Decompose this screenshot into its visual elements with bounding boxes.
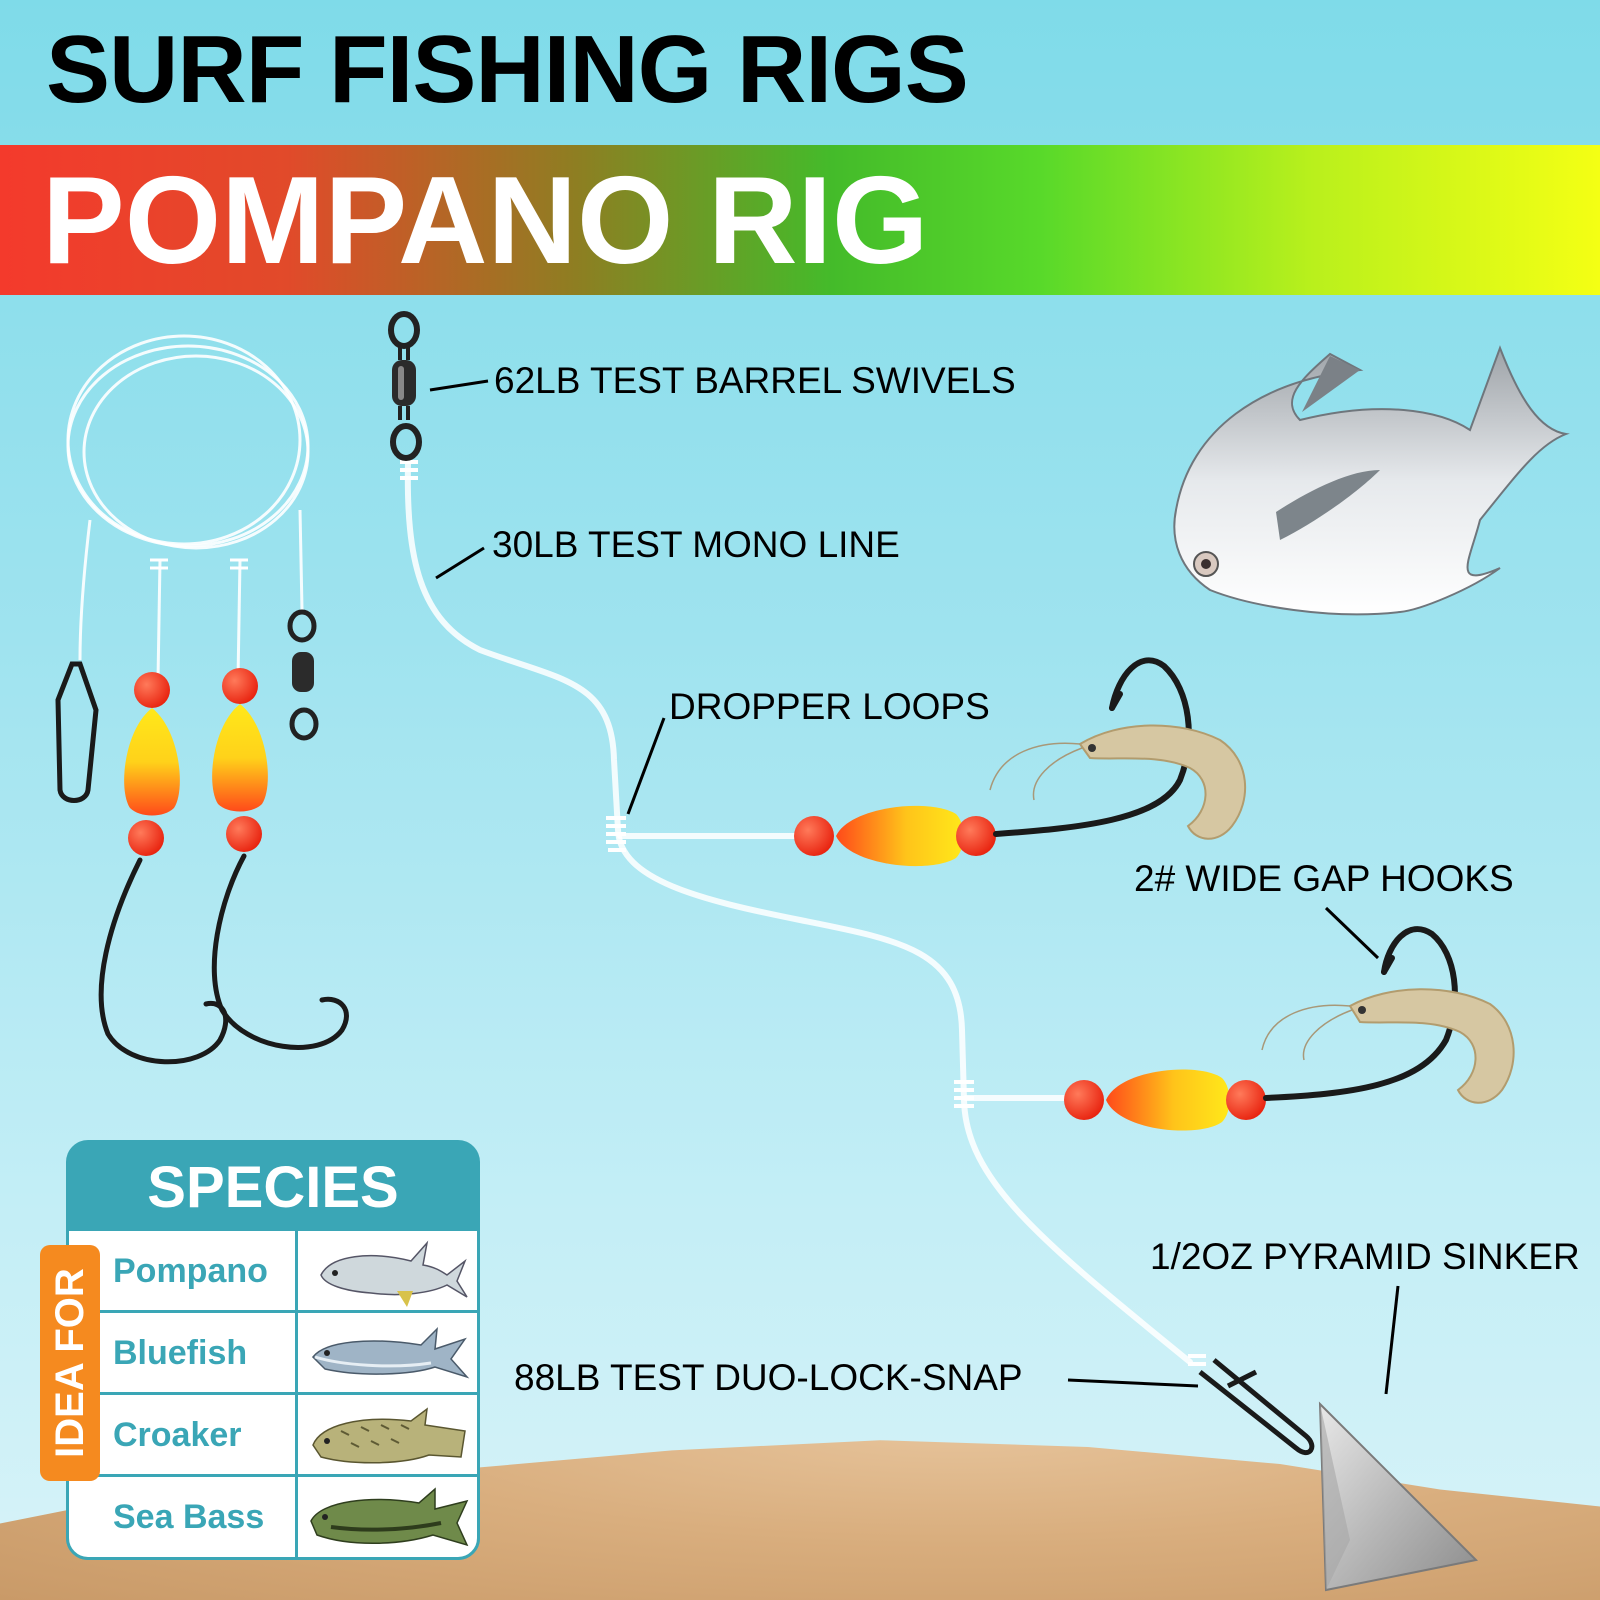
bluefish-icon: [312, 1326, 470, 1379]
label-pyramid-sinker: 1/2OZ PYRAMID SINKER: [1150, 1236, 1580, 1277]
sea-bass-icon: [310, 1487, 469, 1547]
species-title: SPECIES: [147, 1155, 399, 1220]
idea-for-label: IDEA FOR: [48, 1268, 92, 1458]
lower-float-icon: [1064, 1069, 1266, 1131]
species-name: Pompano: [113, 1252, 268, 1290]
upper-shrimp-icon: [989, 724, 1247, 840]
title-banner: POMPANO RIG: [0, 145, 1600, 295]
species-name: Bluefish: [113, 1334, 248, 1372]
croaker-icon: [312, 1407, 466, 1464]
idea-for-tab: IDEA FOR: [40, 1245, 100, 1481]
pyramid-sinker-icon: [1318, 1401, 1479, 1592]
banner-title: POMPANO RIG: [42, 152, 929, 290]
callout-lines: [429, 379, 1400, 1395]
upper-float-icon: [794, 805, 996, 867]
packaged-rig-icon: [55, 334, 349, 1065]
duo-lock-snap-icon: [1198, 1358, 1315, 1456]
pompano-icon: [320, 1240, 468, 1307]
species-name: Croaker: [113, 1416, 242, 1454]
species-table: Pompano Bluefish Croaker: [66, 1228, 480, 1560]
label-dropper-loops: DROPPER LOOPS: [669, 686, 990, 727]
species-row-pompano: Pompano: [69, 1231, 477, 1313]
barrel-swivel-icon: [388, 311, 422, 461]
species-row-bluefish: Bluefish: [69, 1313, 477, 1395]
label-barrel-swivels: 62LB TEST BARREL SWIVELS: [494, 360, 1016, 401]
species-row-sea-bass: Sea Bass: [69, 1477, 477, 1557]
species-panel: SPECIES Pompano Bluefish C: [66, 1140, 480, 1560]
label-mono-line: 30LB TEST MONO LINE: [492, 524, 900, 565]
lower-shrimp-icon: [1261, 988, 1515, 1104]
dropper-knots: [400, 460, 1206, 1366]
species-row-croaker: Croaker: [69, 1395, 477, 1477]
page-heading: SURF FISHING RIGS: [46, 16, 969, 123]
label-wide-gap-hooks: 2# WIDE GAP HOOKS: [1134, 858, 1514, 899]
mono-line: [404, 459, 1193, 1365]
label-duo-lock-snap: 88LB TEST DUO-LOCK-SNAP: [514, 1357, 1023, 1398]
pompano-fish-icon: [1173, 345, 1570, 616]
species-name: Sea Bass: [113, 1498, 265, 1536]
